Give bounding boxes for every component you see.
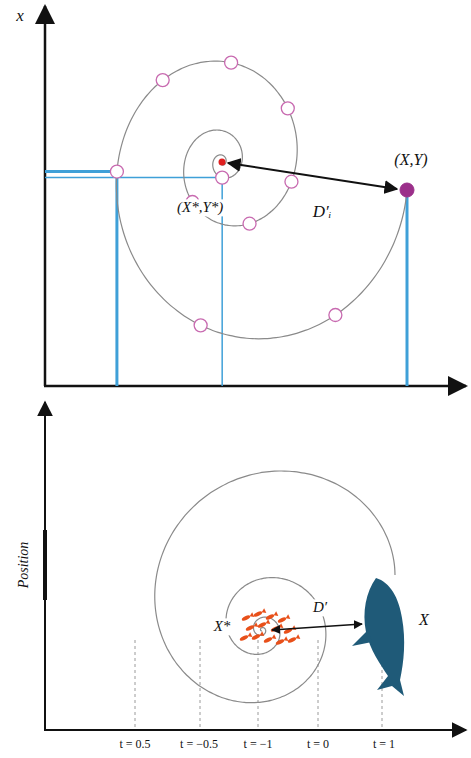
distance-arrow — [272, 624, 362, 630]
time-label: t = −0.5 — [178, 738, 220, 752]
fish-tail — [283, 636, 289, 642]
axis-label: x — [14, 6, 26, 26]
candidate-point — [216, 171, 229, 184]
prey-label: X* — [212, 618, 233, 635]
fish-tail — [265, 619, 271, 625]
fish-body — [241, 614, 251, 621]
y-axis — [44, 6, 47, 386]
point-label: (X*,Y*) — [175, 199, 225, 216]
distance-label: D′ — [311, 599, 329, 616]
candidate-point — [194, 319, 207, 332]
fish — [239, 632, 252, 642]
fish-tail — [249, 612, 255, 618]
whale-fin — [352, 630, 372, 646]
candidate-point — [329, 309, 342, 322]
point-label: (X,Y) — [392, 151, 429, 169]
axis-mark — [43, 530, 47, 600]
candidate-point — [285, 175, 298, 188]
fish-tail — [247, 632, 253, 638]
fish-body — [263, 636, 273, 643]
whale-figure — [364, 578, 404, 696]
fish — [263, 634, 276, 644]
fish — [257, 619, 270, 629]
axis-label: Position — [16, 540, 32, 591]
distance-arrow — [228, 163, 397, 189]
time-label: t = −1 — [242, 738, 275, 752]
x-axis — [44, 729, 466, 731]
projection-line — [45, 177, 216, 179]
fish-body — [287, 636, 297, 643]
fish-body — [265, 613, 275, 620]
fish-body — [239, 634, 249, 641]
candidate-point — [225, 56, 238, 69]
projection-line — [45, 170, 111, 173]
fish-tail — [295, 634, 301, 640]
fish — [245, 622, 258, 632]
fish-tail — [259, 631, 265, 637]
fish — [253, 608, 266, 618]
fish-tail — [261, 608, 267, 614]
time-label: t = 1 — [371, 738, 397, 752]
time-label: t = 0 — [305, 738, 331, 752]
fish-body — [253, 610, 263, 617]
fish — [251, 631, 264, 641]
candidate-point — [156, 74, 169, 87]
time-guide — [258, 640, 259, 728]
spiral-path — [116, 61, 407, 339]
fish — [270, 623, 283, 633]
whale-label: X — [417, 611, 431, 629]
candidate-point — [281, 102, 294, 115]
fish-body — [277, 616, 287, 623]
fish-tail — [285, 614, 291, 620]
projection-line — [406, 197, 409, 386]
candidate-point — [243, 217, 256, 230]
y-axis — [44, 402, 46, 730]
fish — [287, 634, 300, 644]
fish-tail — [253, 622, 259, 628]
fish-body — [251, 633, 261, 640]
best-point — [219, 159, 226, 166]
time-label: t = 0.5 — [117, 738, 152, 752]
fish-tail — [273, 611, 279, 617]
fish — [241, 612, 254, 622]
fish-school — [239, 608, 300, 646]
fish-body — [275, 638, 285, 645]
fish-body — [257, 621, 267, 628]
fish — [277, 614, 290, 624]
fish — [265, 611, 278, 621]
time-guide — [318, 640, 319, 728]
fish — [275, 636, 288, 646]
distance-label: D′ᵢ — [311, 202, 334, 222]
fish — [283, 625, 296, 635]
fish-body — [245, 624, 255, 631]
time-guide — [200, 640, 201, 728]
spiral-path — [155, 471, 395, 703]
x-axis — [44, 385, 466, 388]
fish-tail — [278, 623, 284, 629]
search-agent — [400, 183, 414, 197]
time-guide — [135, 640, 136, 728]
fish-tail — [271, 634, 277, 640]
candidate-point — [110, 165, 123, 178]
